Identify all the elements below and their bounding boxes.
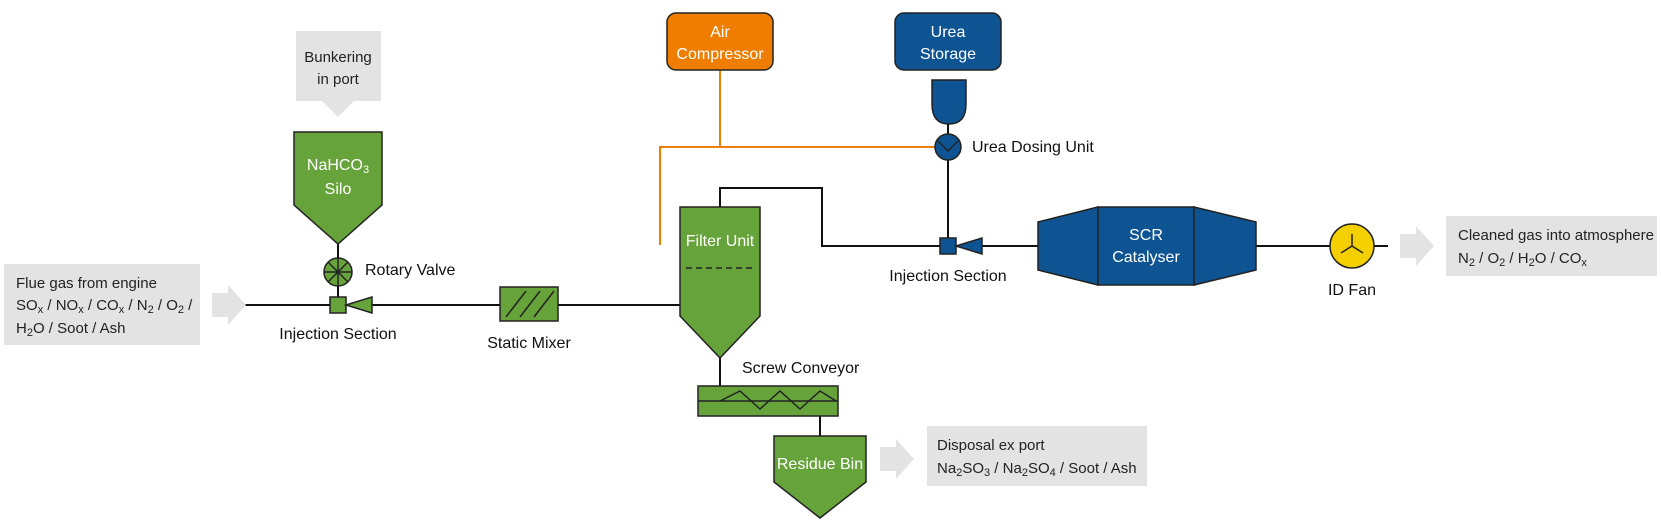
id-fan-icon bbox=[1329, 223, 1375, 269]
rotary-valve-label: Rotary Valve bbox=[365, 262, 456, 279]
filter-outlet-line bbox=[719, 187, 1038, 247]
residue-bin-label: Residue Bin bbox=[777, 456, 863, 473]
cleaned-gas-title: Cleaned gas into atmosphere bbox=[1458, 227, 1654, 244]
air-compressor bbox=[666, 12, 774, 71]
injection-section-2-label: Injection Section bbox=[889, 268, 1006, 285]
flue-gas-line1: SOx / NOx / COx / N2 / O2 / bbox=[16, 297, 193, 316]
silo bbox=[293, 131, 383, 246]
bunkering-line1: Bunkering bbox=[304, 49, 372, 66]
flue-gas-title: Flue gas from engine bbox=[16, 275, 157, 292]
scr-label-1: SCR bbox=[1129, 227, 1163, 244]
screw-conveyor-icon bbox=[697, 385, 839, 417]
static-mixer-icon bbox=[499, 286, 559, 322]
cleaned-gas-box bbox=[1446, 216, 1657, 276]
disposal-title: Disposal ex port bbox=[937, 437, 1045, 454]
urea-dosing-pump-icon bbox=[934, 133, 962, 161]
injection-nozzle-1-icon bbox=[329, 295, 373, 315]
cleaned-gas-arrow-icon bbox=[1400, 226, 1434, 266]
injection-nozzle-2-icon bbox=[939, 236, 983, 256]
flue-gas-line2: H2O / Soot / Ash bbox=[16, 320, 126, 339]
disposal-box bbox=[927, 426, 1147, 486]
scr-label-2: Catalyser bbox=[1112, 249, 1180, 266]
bunkering-box bbox=[296, 31, 381, 117]
scr-catalyser bbox=[1037, 206, 1257, 286]
disposal-line1: Na2SO3 / Na2SO4 / Soot / Ash bbox=[937, 460, 1137, 479]
screw-conveyor-label: Screw Conveyor bbox=[742, 360, 860, 377]
flue-gas-box bbox=[4, 264, 200, 345]
static-mixer-label: Static Mixer bbox=[487, 335, 571, 352]
urea-storage-label-2: Storage bbox=[920, 46, 976, 63]
urea-tank-icon bbox=[931, 79, 967, 125]
silo-label-2: Silo bbox=[325, 181, 352, 198]
injection-section-1-label: Injection Section bbox=[279, 326, 396, 343]
filter-unit-label: Filter Unit bbox=[686, 233, 755, 250]
bunkering-line2: in port bbox=[317, 71, 360, 88]
disposal-arrow-icon bbox=[880, 439, 914, 479]
urea-storage bbox=[894, 12, 1002, 71]
air-distribution-line bbox=[659, 146, 936, 245]
residue-bin bbox=[773, 435, 867, 519]
silo-label-1: NaHCO3 bbox=[307, 157, 369, 176]
id-fan-label: ID Fan bbox=[1328, 282, 1376, 299]
flue-gas-arrow-icon bbox=[212, 285, 246, 325]
filter-unit bbox=[679, 206, 761, 360]
cleaned-gas-line1: N2 / O2 / H2O / COx bbox=[1458, 250, 1587, 269]
urea-storage-label-1: Urea bbox=[931, 24, 966, 41]
urea-dosing-unit-label: Urea Dosing Unit bbox=[972, 139, 1094, 156]
air-compressor-label-1: Air bbox=[710, 24, 730, 41]
air-compressor-label-2: Compressor bbox=[676, 46, 764, 63]
rotary-valve-icon bbox=[323, 257, 353, 287]
